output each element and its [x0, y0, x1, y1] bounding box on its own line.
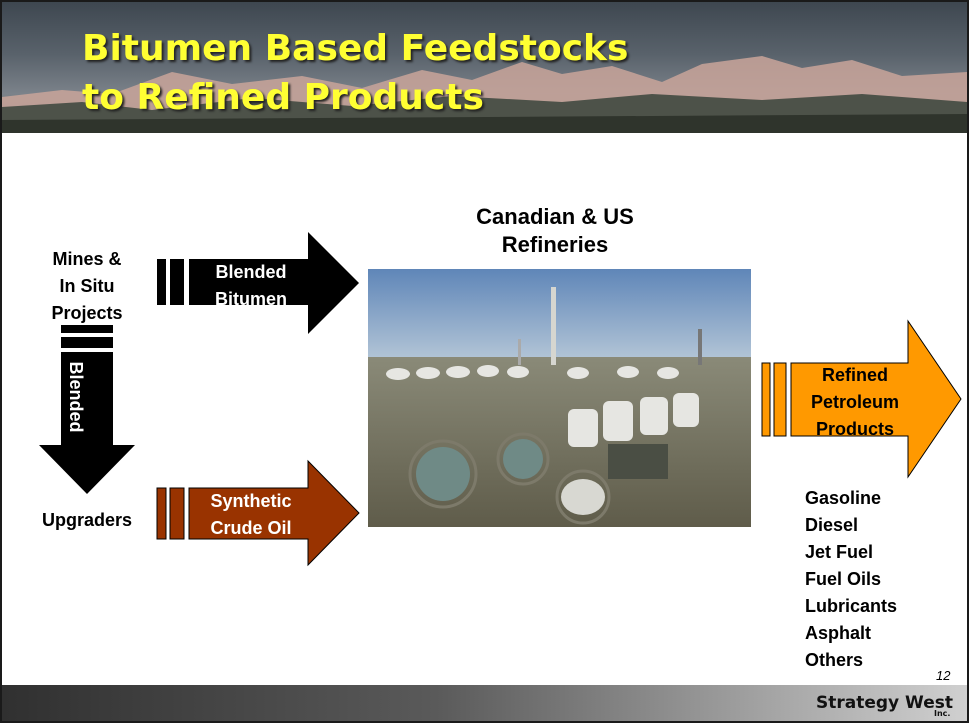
- arrow-label-line-1: Blended: [215, 262, 287, 282]
- synthetic-label-line-2: Crude Oil: [210, 518, 292, 538]
- list-item: Asphalt: [805, 623, 872, 643]
- refined-products-arrow: [761, 319, 962, 479]
- logo-suffix: Inc.: [934, 709, 951, 718]
- refineries-label-line-1: Canadian & US: [476, 204, 634, 229]
- source-label-line-1: Mines &: [52, 249, 122, 269]
- list-item: Diesel: [805, 515, 859, 535]
- blended-bitumen-arrow: [157, 232, 359, 334]
- synthetic-crude-label: Synthetic Crude Oil: [196, 488, 306, 542]
- mountain-background: [2, 56, 967, 133]
- down-label-line-2: Bitumen: [39, 361, 59, 433]
- footer-bar: [2, 685, 967, 721]
- blended-bitumen-arrow-label: Blended Bitumen: [196, 259, 306, 313]
- refined-label-line-3: Products: [815, 419, 894, 439]
- list-item: Lubricants: [805, 596, 898, 616]
- arrow-label-line-2: Bitumen: [215, 289, 287, 309]
- strategy-west-logo: Strategy West Inc.: [816, 693, 953, 718]
- title-line-2: to Refined Products: [82, 77, 484, 118]
- blended-bitumen-down-label: Blended Bitumen: [35, 327, 89, 467]
- list-item: Fuel Oils: [805, 569, 882, 589]
- synthetic-crude-arrow: [156, 459, 360, 567]
- logo-text: Strategy West: [816, 693, 953, 713]
- list-item: Others: [805, 650, 864, 670]
- synthetic-label-line-1: Synthetic: [210, 491, 292, 511]
- list-item: Jet Fuel: [805, 542, 874, 562]
- upgraders-label: Upgraders: [41, 510, 133, 530]
- page-number: 12: [936, 668, 951, 683]
- refined-label-line-1: Refined: [821, 365, 888, 385]
- refined-products-label: Refined Petroleum Products: [795, 362, 915, 443]
- refineries-label-line-2: Refineries: [501, 232, 609, 257]
- refinery-photo: [368, 269, 751, 527]
- products-list: Gasoline Diesel Jet Fuel Fuel Oils Lubri…: [805, 485, 897, 674]
- list-item: Gasoline: [805, 488, 882, 508]
- title-banner: Bitumen Based Feedstocks to Refined Prod…: [2, 2, 967, 133]
- refineries-label: Canadian & US Refineries: [430, 203, 680, 259]
- blended-bitumen-down-arrow: [39, 325, 135, 494]
- refined-label-line-2: Petroleum: [810, 392, 900, 412]
- source-label-line-2: In Situ: [59, 276, 115, 296]
- title-line-1: Bitumen Based Feedstocks: [82, 28, 629, 69]
- slide-title: Bitumen Based Feedstocks to Refined Prod…: [82, 24, 628, 122]
- mines-in-situ-label: Mines & In Situ Projects: [30, 246, 144, 327]
- source-label-line-3: Projects: [51, 303, 123, 323]
- down-label-line-1: Blended: [66, 361, 86, 433]
